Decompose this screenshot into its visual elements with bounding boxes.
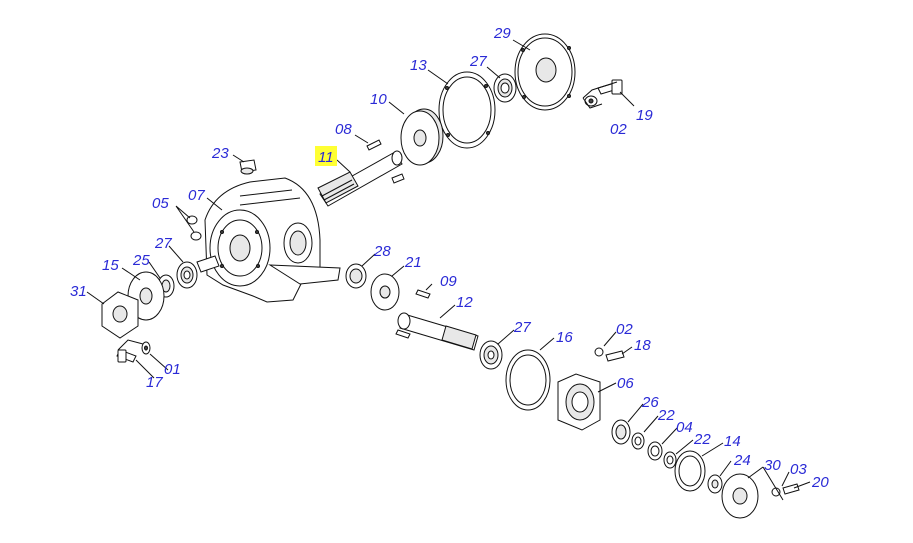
gasket-13-part[interactable] (438, 71, 496, 149)
label-31[interactable]: 31 (70, 283, 87, 300)
bolt-18-part[interactable] (594, 347, 625, 362)
label-19[interactable]: 19 (636, 107, 653, 124)
wheel-10-part[interactable] (400, 108, 444, 166)
leader-lines (86, 39, 811, 501)
label-11[interactable]: 11 (318, 149, 334, 166)
ring-04-part[interactable] (647, 441, 663, 461)
label-07[interactable]: 07 (188, 187, 205, 204)
label-12[interactable]: 12 (456, 294, 473, 311)
label-01[interactable]: 01 (164, 361, 181, 378)
plugs-05-part[interactable] (186, 215, 202, 241)
flange-06-part[interactable] (557, 373, 601, 431)
bearing-26-part[interactable] (611, 419, 631, 445)
bearing-28-part[interactable] (345, 263, 367, 289)
label-03[interactable]: 03 (790, 461, 807, 478)
plug-23-part[interactable] (239, 159, 257, 175)
key-08-part[interactable] (366, 139, 382, 151)
label-22-a[interactable]: 22 (657, 407, 675, 424)
gasket-16-part[interactable] (505, 349, 551, 411)
key-09-part[interactable] (415, 289, 431, 299)
washer-01-part[interactable] (141, 341, 151, 355)
label-04[interactable]: 04 (676, 419, 693, 436)
label-27-lower[interactable]: 27 (513, 319, 531, 336)
label-17[interactable]: 17 (146, 374, 163, 391)
ring-22-b-part[interactable] (663, 451, 677, 469)
bolt-20-part[interactable] (771, 483, 800, 497)
bearing-27-left-part[interactable] (176, 261, 198, 289)
cover-31-part[interactable] (101, 291, 139, 339)
label-15[interactable]: 15 (102, 257, 119, 274)
label-09[interactable]: 09 (440, 273, 457, 290)
bolt-17-part[interactable] (116, 339, 144, 363)
label-14[interactable]: 14 (724, 433, 741, 450)
seal-24-part[interactable] (707, 474, 723, 494)
label-06[interactable]: 06 (617, 375, 634, 392)
label-26[interactable]: 26 (641, 394, 659, 411)
seal-21-part[interactable] (370, 273, 400, 311)
label-22-b[interactable]: 22 (693, 431, 711, 448)
label-05[interactable]: 05 (152, 195, 169, 212)
bearing-27-lower-part[interactable] (479, 340, 503, 370)
label-24[interactable]: 24 (733, 452, 751, 469)
label-27-left[interactable]: 27 (154, 235, 172, 252)
cover-29-part[interactable] (514, 33, 576, 111)
gasket-14-part[interactable] (674, 450, 706, 492)
label-18[interactable]: 18 (634, 337, 651, 354)
bearing-27-upper-part[interactable] (493, 73, 517, 103)
bolt-19-part[interactable] (582, 79, 623, 109)
label-02-upper[interactable]: 02 (610, 121, 627, 138)
label-27-upper[interactable]: 27 (469, 53, 487, 70)
label-10[interactable]: 10 (370, 91, 387, 108)
label-23[interactable]: 23 (211, 145, 229, 162)
label-13[interactable]: 13 (410, 57, 427, 74)
shaft-12-part[interactable] (395, 312, 479, 351)
label-29[interactable]: 29 (493, 25, 511, 42)
label-25[interactable]: 25 (132, 252, 150, 269)
housing-07-part[interactable] (196, 177, 341, 303)
label-28[interactable]: 28 (373, 243, 391, 260)
label-21[interactable]: 21 (404, 254, 422, 271)
cover-30-part[interactable] (721, 473, 759, 519)
label-30[interactable]: 30 (764, 457, 781, 474)
highlight-11 (315, 146, 337, 166)
label-02-lower[interactable]: 02 (616, 321, 633, 338)
label-08[interactable]: 08 (335, 121, 352, 138)
ring-22-a-part[interactable] (631, 432, 645, 450)
shaft-11-part[interactable] (317, 150, 405, 207)
label-16[interactable]: 16 (556, 329, 573, 346)
callout-labels: 29 13 27 10 19 02 08 11 23 05 07 27 28 2… (70, 25, 829, 491)
label-20[interactable]: 20 (811, 474, 829, 491)
